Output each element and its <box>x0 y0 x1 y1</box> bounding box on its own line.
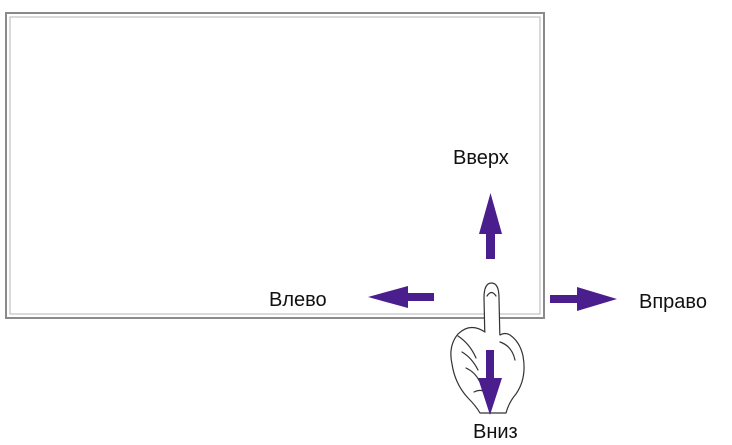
label-left: Влево <box>266 288 330 312</box>
arrow-up-icon <box>479 193 502 259</box>
arrow-left-icon <box>368 286 434 308</box>
arrow-right-icon <box>550 287 617 311</box>
label-down: Вниз <box>470 420 521 444</box>
pointing-hand-icon <box>450 282 525 414</box>
label-right: Вправо <box>636 290 710 314</box>
arrow-down-icon <box>478 350 502 415</box>
label-up: Вверх <box>450 146 512 170</box>
